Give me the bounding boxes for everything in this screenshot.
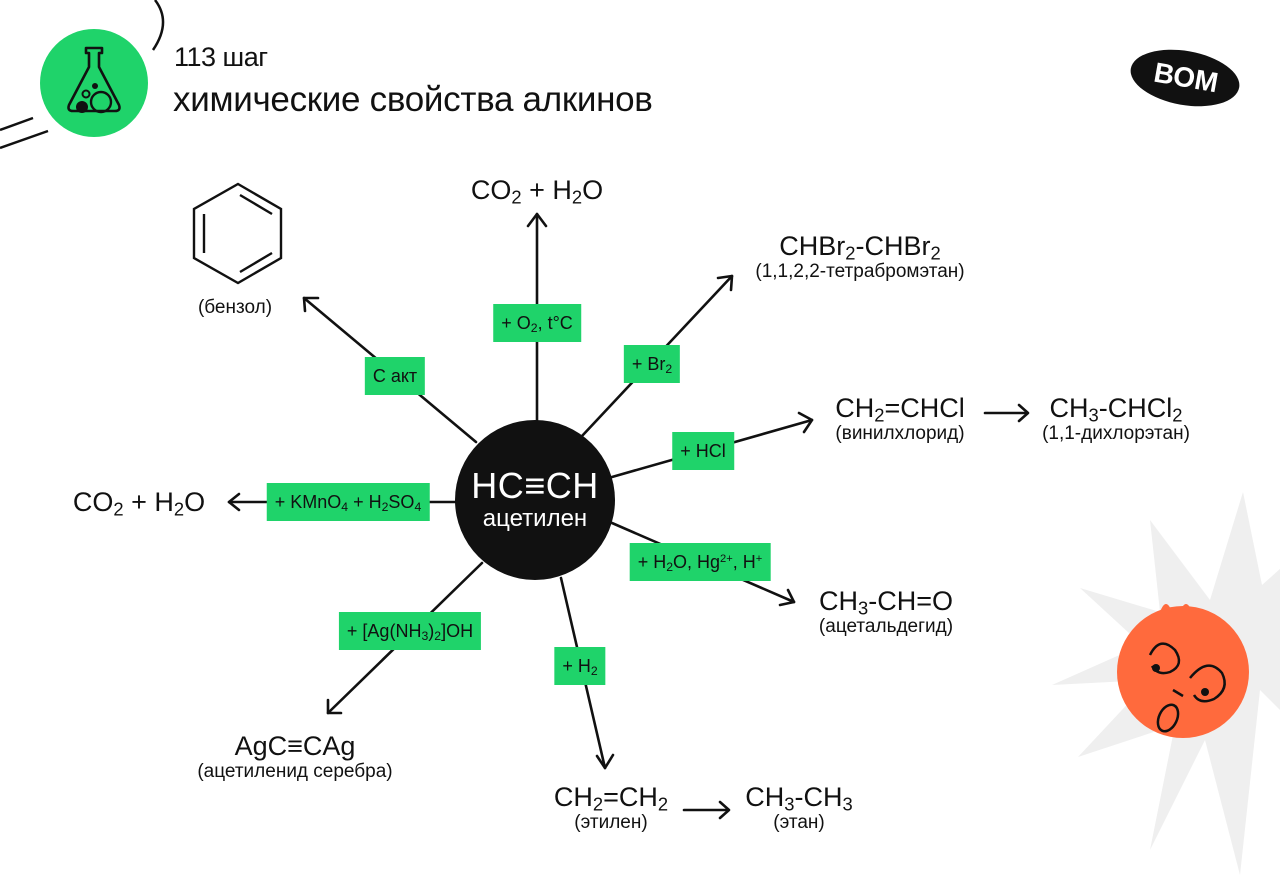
product-formula: CH3-CH=O [819,586,953,619]
product-hydrogenation: CH2=CH2 (этилен) [554,782,668,834]
arrow-ethylene-to-ethane [682,800,731,820]
product-name: (этилен) [574,812,648,833]
reagent-tag-combustion: + O2, t°C [493,304,581,342]
product-name: (этан) [773,812,825,833]
product-dichloroethane: CH3-CHCl2 (1,1-дихлорэтан) [1042,393,1190,445]
center-node-label: HC≡CH ацетилен [471,467,599,533]
product-formula: CH2=CHCl [835,393,965,426]
product-name: (ацетальдегид) [818,616,954,637]
step-label: 113 шаг [174,42,268,72]
decorative-line [0,116,34,132]
reagent-tag-trimerization: C акт [364,357,426,395]
decorative-arc [151,0,165,51]
product-formula: CO2 + H2O [470,175,604,208]
decorative-line [0,129,49,150]
reagent-tag-bromination: + Br2 [623,345,681,383]
product-formula: CHBr2-CHBr2 [779,231,941,264]
product-formula: CH3-CH3 [745,782,853,815]
product-silver: AgC≡CAg (ацетиленид серебра) [197,731,392,783]
product-name: (ацетиленид серебра) [197,761,393,782]
center-name: ацетилен [482,505,588,532]
product-bromination: CHBr2-CHBr2 (1,1,2,2-тетрабромэтан) [755,231,964,283]
product-trimerization: (бензол) [198,297,272,319]
reagent-tag-silver: + [Ag(NH3)2]OH [338,612,482,650]
arrow-vinylchloride-to-dichloroethane [983,403,1030,423]
reagent-tag-hydrogenation: + H2 [554,647,606,685]
benzene-ring-icon [192,182,283,285]
product-kucherov: CH3-CH=O (ацетальдегид) [819,586,953,638]
product-name: (1,1,2,2-тетрабромэтан) [755,261,965,282]
mascot-illustration [1052,492,1280,875]
product-combustion: CO2 + H2O [470,175,604,208]
product-oxidation: CO2 + H2O [72,487,206,520]
product-formula: CH2=CH2 [553,782,669,815]
flask-icon [40,29,148,137]
product-formula: AgC≡CAg [234,731,356,761]
reagent-tag-kucherov: + H2O, Hg2+, H+ [629,543,771,581]
product-formula: CH3-CHCl2 [1049,393,1183,426]
product-hydrochlorination: CH2=CHCl (винилхлорид) [835,393,964,445]
center-node [455,420,615,580]
reagent-tag-hydrochlorination: + HCl [672,432,734,470]
page-title: химические свойства алкинов [173,80,653,119]
product-name: (1,1-дихлорэтан) [1042,423,1190,444]
product-ethane: CH3-CH3 (этан) [745,782,852,834]
center-formula: HC≡CH [471,465,599,506]
product-formula: CO2 + H2O [72,487,206,520]
brand-logo [1130,49,1240,107]
reagent-tag-oxidation: + KMnO4 + H2SO4 [266,483,430,521]
product-name: (бензол) [197,297,273,318]
product-name: (винилхлорид) [835,423,965,444]
